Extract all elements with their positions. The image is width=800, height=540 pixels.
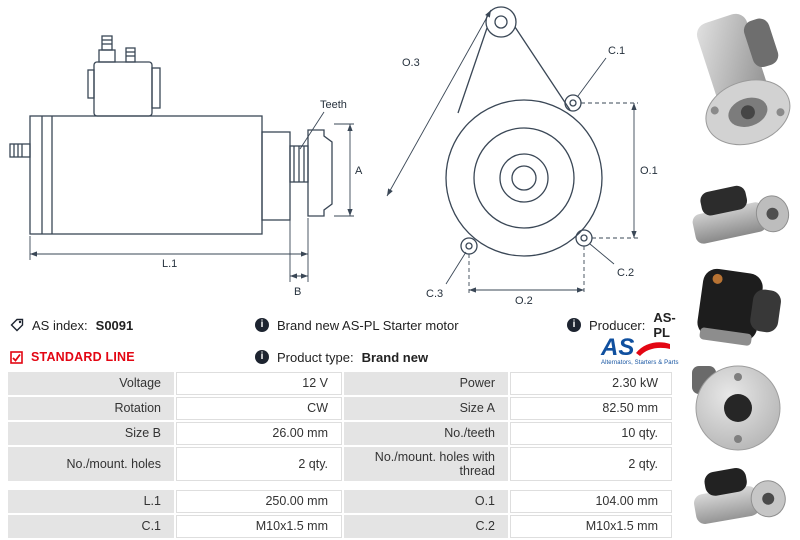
standard-line-label: STANDARD LINE <box>31 350 135 364</box>
dim-label-a: A <box>355 165 363 177</box>
as-index-value: S0091 <box>95 317 134 333</box>
producer-label: Producer: <box>589 317 646 333</box>
spec-value: M10x1.5 mm <box>510 515 672 538</box>
producer-value: AS-PL <box>653 310 676 340</box>
as-index-label: AS index: <box>32 317 88 333</box>
product-photo-3[interactable] <box>676 260 800 352</box>
spec-value: 12 V <box>176 372 342 395</box>
dim-label-c2: C.2 <box>617 267 634 279</box>
product-photo-5[interactable] <box>676 460 800 540</box>
spec-value: 26.00 mm <box>176 422 342 445</box>
aspl-logo-text: AS <box>601 334 635 361</box>
dim-label-l1: L.1 <box>162 258 177 270</box>
product-info-section: AS index: S0091 i Brand new AS-PL Starte… <box>0 306 678 372</box>
product-type-value: Brand new <box>361 349 429 365</box>
product-photo-4[interactable] <box>676 356 800 456</box>
spec-row-voltage: Voltage 12 V Power 2.30 kW <box>8 372 672 395</box>
technical-drawing-side-view: Teeth A L.1 B <box>9 35 363 298</box>
spec-value: CW <box>176 397 342 420</box>
standard-line-row: STANDARD LINE <box>10 342 255 372</box>
spec-value: 10 qty. <box>510 422 672 445</box>
spec-label: Voltage <box>8 372 174 395</box>
aspl-logo-tagline: Alternators, Starters & Parts <box>601 360 679 366</box>
brand-new-text: Brand new AS-PL Starter motor <box>277 317 459 333</box>
info-icon: i <box>255 318 269 332</box>
producer-row: i Producer: AS-PL <box>567 310 687 340</box>
info-icon: i <box>567 318 581 332</box>
dim-label-o2: O.2 <box>515 295 533 307</box>
brand-new-row: i Brand new AS-PL Starter motor <box>255 312 567 338</box>
spec-value: 104.00 mm <box>510 490 672 513</box>
as-index-row: AS index: S0091 <box>10 312 255 338</box>
spec-label: C.1 <box>8 515 174 538</box>
dim-label-o1: O.1 <box>640 165 658 177</box>
spec-table: Voltage 12 V Power 2.30 kW Rotation CW S… <box>8 372 672 538</box>
checkbox-checked-icon <box>10 350 23 364</box>
spec-label: No./mount. holes <box>8 447 174 481</box>
tag-icon <box>10 318 24 332</box>
spec-row-l1: L.1 250.00 mm O.1 104.00 mm <box>8 490 672 513</box>
spec-label: Size A <box>344 397 508 420</box>
product-photo-1[interactable] <box>676 0 800 170</box>
spec-value: 82.50 mm <box>510 397 672 420</box>
aspl-logo-swoosh-icon <box>636 342 671 356</box>
product-type-label: Product type: <box>277 349 354 365</box>
info-icon: i <box>255 350 269 364</box>
spec-label: No./mount. holes with thread <box>344 447 508 481</box>
spec-row-mount-holes: No./mount. holes 2 qty. No./mount. holes… <box>8 447 672 481</box>
dim-label-b: B <box>294 286 301 298</box>
spec-label: Size B <box>8 422 174 445</box>
spec-value: 2.30 kW <box>510 372 672 395</box>
spec-value: 250.00 mm <box>176 490 342 513</box>
product-type-row: i Product type: Brand new <box>255 342 567 372</box>
product-photo-2[interactable] <box>676 174 800 256</box>
spec-value: M10x1.5 mm <box>176 515 342 538</box>
aspl-logo: AS Alternators, Starters & Parts <box>601 334 687 372</box>
spec-label: No./teeth <box>344 422 508 445</box>
dim-label-c3: C.3 <box>426 288 443 300</box>
spec-row-c1: C.1 M10x1.5 mm C.2 M10x1.5 mm <box>8 515 672 538</box>
dim-label-c1: C.1 <box>608 45 625 57</box>
spec-label: Rotation <box>8 397 174 420</box>
spec-value: 2 qty. <box>510 447 672 481</box>
dim-label-o3: O.3 <box>402 57 420 69</box>
spec-label: L.1 <box>8 490 174 513</box>
spec-label: C.2 <box>344 515 508 538</box>
product-photo-column <box>676 0 800 540</box>
table-group-gap <box>8 483 672 488</box>
technical-drawing-front-view: O.3 C.1 O.1 C.3 O.2 C.2 <box>386 6 658 307</box>
dim-label-teeth: Teeth <box>320 99 347 111</box>
spec-row-rotation: Rotation CW Size A 82.50 mm <box>8 397 672 420</box>
technical-drawings: Teeth A L.1 B <box>0 0 676 307</box>
spec-label: O.1 <box>344 490 508 513</box>
spec-label: Power <box>344 372 508 395</box>
spec-value: 2 qty. <box>176 447 342 481</box>
spec-row-size-b: Size B 26.00 mm No./teeth 10 qty. <box>8 422 672 445</box>
